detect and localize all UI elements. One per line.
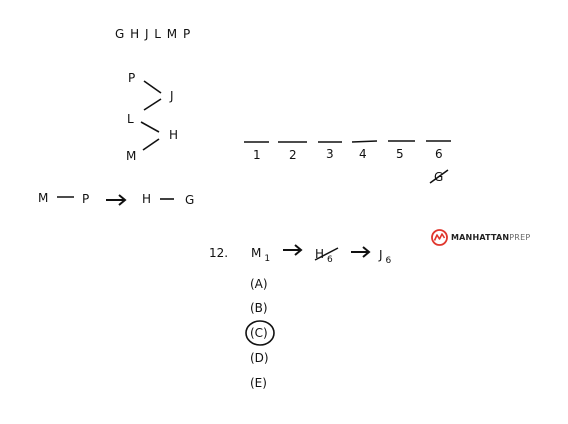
question-h-sub: 6 [327, 255, 333, 265]
manhattan-prep-logo: MANHATTANPREP [431, 229, 530, 246]
slot-number-2: 2 [289, 148, 297, 162]
letter-list: G H J L M P [115, 27, 192, 41]
connector-p-j [143, 80, 162, 94]
rule-p: P [82, 192, 90, 206]
q-arrow-1-head [294, 244, 303, 256]
logo-icon [431, 229, 448, 246]
question-h-letter: H [315, 247, 325, 261]
rule-h: H [142, 192, 152, 206]
question-m-sub: 1 [264, 254, 271, 264]
slot-number-6: 6 [435, 147, 443, 161]
diagram-letter-j: J [170, 89, 174, 103]
connector-h-m [142, 138, 160, 151]
connector-j-l [143, 98, 162, 111]
choice-c[interactable]: (C) [250, 326, 268, 340]
question-j-sub: 6 [385, 256, 392, 266]
question-m-letter: M [251, 246, 262, 260]
choice-e[interactable]: (E) [250, 376, 267, 390]
diagram-letter-m: M [126, 149, 137, 163]
rule-g: G [185, 193, 195, 207]
arrow-head [118, 194, 127, 206]
diagram-letter-h: H [169, 128, 179, 142]
strike-h6 [314, 247, 339, 261]
q-arrow-2-head [362, 246, 371, 258]
slot-number-4: 4 [359, 147, 367, 161]
choice-a[interactable]: (A) [250, 277, 268, 291]
slot-number-3: 3 [326, 147, 334, 161]
strike-g [429, 169, 449, 184]
crossed-g: G [434, 170, 444, 184]
question-number: 12. [209, 246, 229, 260]
slot-number-5: 5 [396, 147, 404, 161]
connector-l-h [140, 121, 160, 133]
logo-text-light: PREP [509, 233, 531, 242]
diagram-letter-p: P [128, 71, 136, 85]
logo-text: MANHATTANPREP [451, 233, 530, 242]
circle-choice-c [245, 320, 275, 346]
diagram-letter-l: L [127, 112, 134, 126]
slot-number-1: 1 [253, 148, 261, 162]
slot-line-4 [351, 140, 378, 143]
logo-text-bold: MANHATTAN [451, 233, 510, 242]
choice-b[interactable]: (B) [250, 301, 268, 315]
rule-m: M [38, 191, 49, 205]
question-j-letter: J [379, 248, 383, 262]
choice-d[interactable]: (D) [250, 351, 269, 365]
